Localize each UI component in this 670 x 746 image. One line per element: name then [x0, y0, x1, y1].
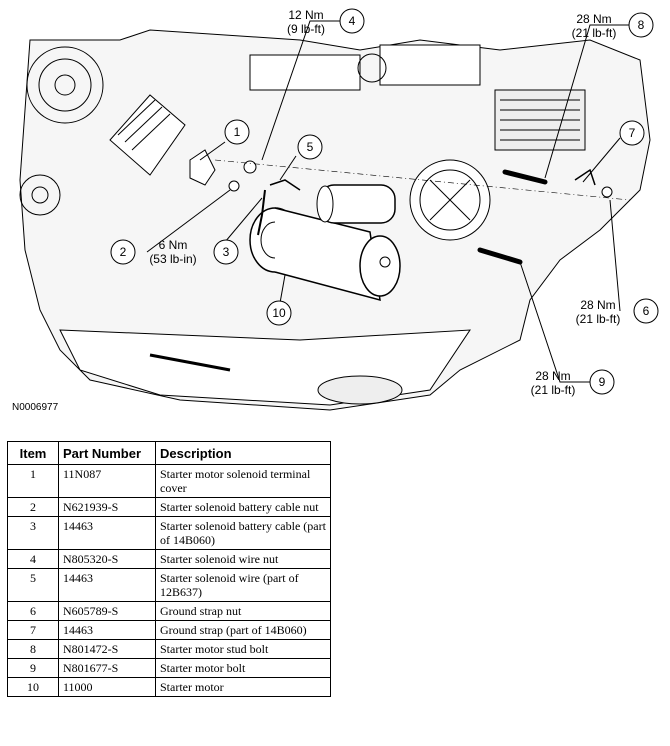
torque-label-4: 12 Nm (9 lb-ft): [287, 8, 325, 36]
starter-motor-exploded-diagram: 1 2 3 4 5 6 7 8 9 10 12 Nm (9 lb-ft): [19, 8, 659, 411]
cell-part-number: 11000: [58, 677, 156, 697]
svg-text:28 Nm: 28 Nm: [535, 369, 570, 383]
torque-label-6: 28 Nm (21 lb-ft): [576, 298, 621, 326]
callout-7: 7: [619, 120, 645, 146]
svg-text:10: 10: [272, 306, 286, 320]
figure-id: N0006977: [12, 402, 59, 413]
svg-text:6: 6: [643, 304, 650, 318]
torque-label-8: 28 Nm (21 lb-ft): [572, 12, 617, 40]
cell-description: Starter motor solenoid terminal cover: [155, 464, 331, 498]
table-header-row: Item Part Number Description: [7, 441, 331, 465]
cell-description: Starter motor stud bolt: [155, 639, 331, 659]
cell-item: 2: [7, 497, 59, 517]
cell-item: 4: [7, 549, 59, 569]
cell-description: Starter solenoid battery cable (part of …: [155, 516, 331, 550]
cell-description: Starter solenoid wire (part of 12B637): [155, 568, 331, 602]
callout-9: 9: [589, 369, 615, 395]
cell-part-number: 11N087: [58, 464, 156, 498]
callout-1: 1: [224, 119, 250, 145]
svg-text:12 Nm: 12 Nm: [288, 8, 323, 22]
svg-text:1: 1: [234, 125, 241, 139]
svg-text:7: 7: [629, 126, 636, 140]
cell-part-number: 14463: [58, 516, 156, 550]
cell-item: 9: [7, 658, 59, 678]
cell-description: Starter solenoid wire nut: [155, 549, 331, 569]
cell-description: Starter solenoid battery cable nut: [155, 497, 331, 517]
svg-text:9: 9: [599, 375, 606, 389]
callout-6: 6: [633, 298, 659, 324]
callout-4: 4: [339, 8, 365, 34]
cell-part-number: N605789-S: [58, 601, 156, 621]
leader-lines: [146, 20, 629, 383]
cell-description: Starter motor: [155, 677, 331, 697]
cell-part-number: N801677-S: [58, 658, 156, 678]
cell-description: Ground strap (part of 14B060): [155, 620, 331, 640]
cell-item: 6: [7, 601, 59, 621]
svg-text:4: 4: [349, 14, 356, 28]
cell-part-number: N805320-S: [58, 549, 156, 569]
cell-item: 10: [7, 677, 59, 697]
torque-label-9: 28 Nm (21 lb-ft): [531, 369, 576, 397]
cell-item: 1: [7, 464, 59, 498]
cell-description: Ground strap nut: [155, 601, 331, 621]
callout-2: 2: [110, 239, 136, 265]
cell-part-number: 14463: [58, 568, 156, 602]
svg-text:(9 lb-ft): (9 lb-ft): [287, 22, 325, 36]
cell-item: 5: [7, 568, 59, 602]
callout-8: 8: [628, 12, 654, 38]
cell-item: 7: [7, 620, 59, 640]
cell-description: Starter motor bolt: [155, 658, 331, 678]
svg-text:8: 8: [638, 18, 645, 32]
callout-10: 10: [266, 300, 292, 326]
svg-text:(21 lb-ft): (21 lb-ft): [531, 383, 576, 397]
torque-label-2: 6 Nm (53 lb-in): [149, 238, 196, 266]
cell-part-number: N621939-S: [58, 497, 156, 517]
header-description: Description: [155, 441, 331, 465]
svg-text:2: 2: [120, 245, 127, 259]
svg-text:(21 lb-ft): (21 lb-ft): [572, 26, 617, 40]
header-part-number: Part Number: [58, 441, 156, 465]
svg-text:(21 lb-ft): (21 lb-ft): [576, 312, 621, 326]
header-item: Item: [7, 441, 59, 465]
cell-item: 8: [7, 639, 59, 659]
cell-part-number: 14463: [58, 620, 156, 640]
callout-5: 5: [297, 134, 323, 160]
svg-text:5: 5: [307, 140, 314, 154]
svg-text:(53 lb-in): (53 lb-in): [149, 252, 196, 266]
svg-text:28 Nm: 28 Nm: [580, 298, 615, 312]
cell-part-number: N801472-S: [58, 639, 156, 659]
svg-text:6 Nm: 6 Nm: [159, 238, 188, 252]
engine-drawing: [19, 29, 651, 411]
svg-text:3: 3: [223, 245, 230, 259]
callout-3: 3: [213, 239, 239, 265]
cell-item: 3: [7, 516, 59, 550]
svg-text:28 Nm: 28 Nm: [576, 12, 611, 26]
